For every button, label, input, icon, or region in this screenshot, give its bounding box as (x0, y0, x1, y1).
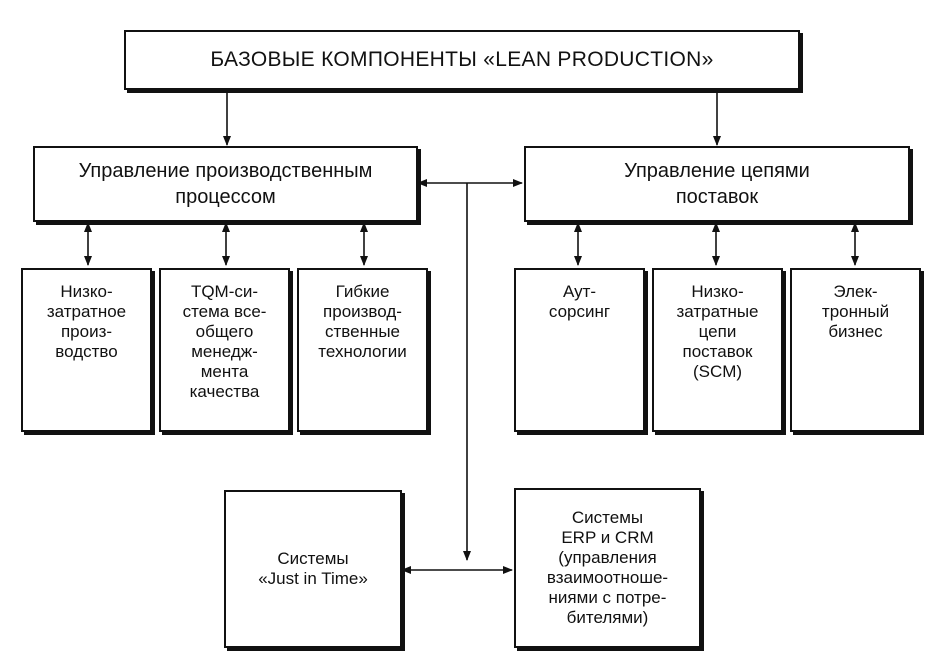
right-item-2-label: Низко- затратные цепи поставок (SCM) (676, 282, 759, 382)
jit-box: Системы «Just in Time» (224, 490, 402, 648)
right-item-1-label: Аут- сорсинг (548, 282, 611, 322)
left-group-label: Управление производственным процессом (78, 160, 373, 208)
erp-crm-label: Системы ERP и CRM (управления взаимоотно… (546, 507, 669, 628)
title-box: БАЗОВЫЕ КОМПОНЕНТЫ «LEAN PRODUCTION» (124, 30, 800, 90)
left-group-box: Управление производственным процессом (33, 146, 418, 222)
left-item-2-label: TQM-си- стема все- общего менедж- мента … (182, 282, 267, 402)
erp-crm-box: Системы ERP и CRM (управления взаимоотно… (514, 488, 701, 648)
left-item-1-box: Низко- затратное произ- водство (21, 268, 152, 432)
right-group-label: Управление цепями поставок (624, 160, 810, 208)
left-item-3-label: Гибкие производ- ственные технологии (318, 282, 407, 362)
jit-label: Системы «Just in Time» (258, 548, 368, 588)
right-group-box: Управление цепями поставок (524, 146, 910, 222)
right-item-2-box: Низко- затратные цепи поставок (SCM) (652, 268, 783, 432)
right-item-1-box: Аут- сорсинг (514, 268, 645, 432)
left-item-3-box: Гибкие производ- ственные технологии (297, 268, 428, 432)
title-label: БАЗОВЫЕ КОМПОНЕНТЫ «LEAN PRODUCTION» (210, 47, 714, 71)
left-item-2-box: TQM-си- стема все- общего менедж- мента … (159, 268, 290, 432)
right-item-3-box: Элек- тронный бизнес (790, 268, 921, 432)
right-item-3-label: Элек- тронный бизнес (821, 282, 890, 342)
left-item-1-label: Низко- затратное произ- водство (46, 282, 127, 362)
